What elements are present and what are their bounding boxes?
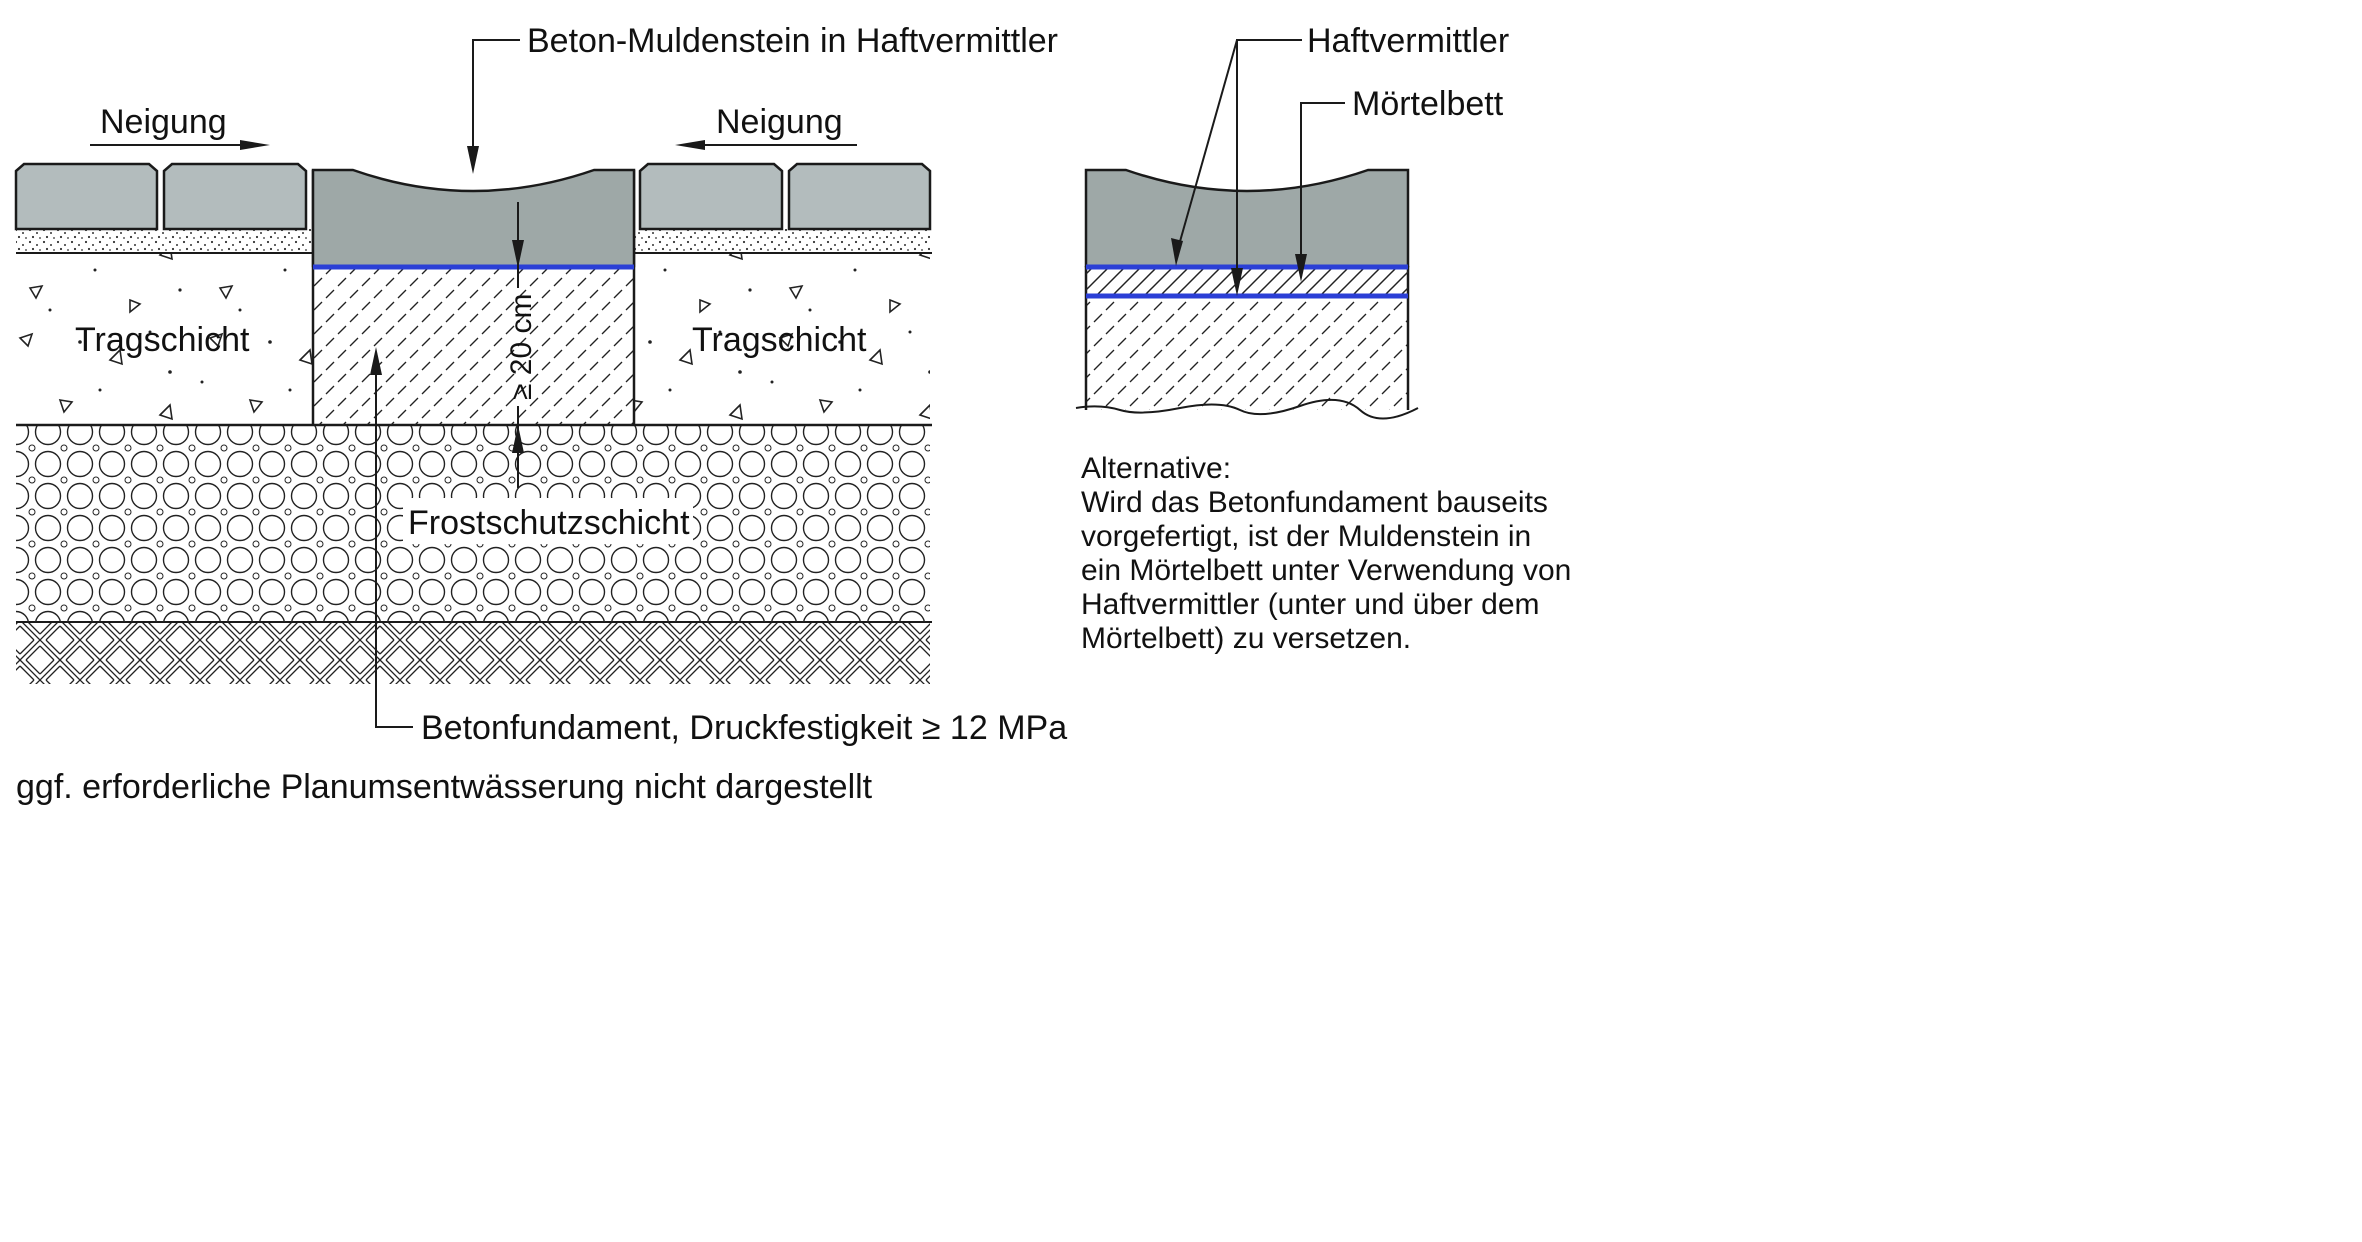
frostschutz-label: Frostschutzschicht (408, 504, 690, 542)
haftvermittler-arrowhead-upper (1171, 238, 1183, 266)
muldenstein-label: Beton-Muldenstein in Haftvermittler (527, 22, 1058, 60)
betonfundament-leader (375, 365, 413, 728)
moertelbett-leader (1300, 102, 1345, 258)
neigung-right-arrowhead (675, 140, 705, 150)
moertelbett-arrowhead (1295, 254, 1307, 282)
detail-moertelbett-layer (1086, 268, 1408, 296)
moertelbett-label: Mörtelbett (1352, 85, 1504, 123)
tragschicht-left-label: Tragschicht (75, 321, 250, 359)
muldenstein-arrowhead (467, 146, 479, 174)
alternative-line-5: Haftvermittler (unter und über dem (1081, 588, 1540, 621)
detail-muldenstein-stone (1084, 168, 1410, 268)
alternative-line-1: Alternative: (1081, 452, 1231, 485)
haftvermittler-arrowhead-lower (1231, 268, 1243, 296)
alternative-line-6: Mörtelbett) zu versetzen. (1081, 622, 1411, 655)
footnote: ggf. erforderliche Planumsentwässerung n… (16, 768, 873, 806)
paver-stone-2 (162, 162, 308, 231)
detail-concrete-block (1086, 298, 1408, 410)
betonfundament-arrowhead (370, 347, 382, 375)
tragschicht-right-label: Tragschicht (692, 321, 867, 359)
paver-stone-4 (787, 162, 932, 231)
alternative-line-2: Wird das Betonfundament bauseits (1081, 486, 1548, 519)
tragschicht-right-layer (634, 253, 930, 425)
neigung-left-arrowhead (240, 140, 270, 150)
tragschicht-left-layer (16, 253, 313, 425)
detail-break-line (1075, 398, 1419, 420)
sand-bed-left (16, 229, 313, 253)
alternative-line-4: ein Mörtelbett unter Verwendung von (1081, 554, 1571, 587)
neigung-right-label: Neigung (716, 103, 843, 141)
neigung-left-label: Neigung (100, 103, 227, 141)
haftvermittler-label: Haftvermittler (1307, 22, 1509, 60)
betonfundament-label: Betonfundament, Druckfestigkeit ≥ 12 MPa (421, 709, 1067, 747)
dimension-label: ≥ 20 cm (505, 294, 538, 401)
paver-stone-3 (638, 162, 784, 231)
haftvermittler-leader-diagonal (1178, 39, 1238, 246)
dimension-arrowhead-top (512, 240, 524, 268)
muldenstein-leader (472, 39, 520, 160)
dimension-arrowhead-bottom (512, 425, 524, 453)
sand-bed-right (634, 229, 930, 253)
alternative-line-3: vorgefertigt, ist der Muldenstein in (1081, 520, 1531, 553)
paver-stone-1 (14, 162, 159, 231)
betonfundament-block (313, 268, 634, 425)
frostschutz-label-bg (403, 498, 693, 544)
muldenstein-stone (311, 168, 636, 268)
subsoil-layer (16, 622, 930, 684)
